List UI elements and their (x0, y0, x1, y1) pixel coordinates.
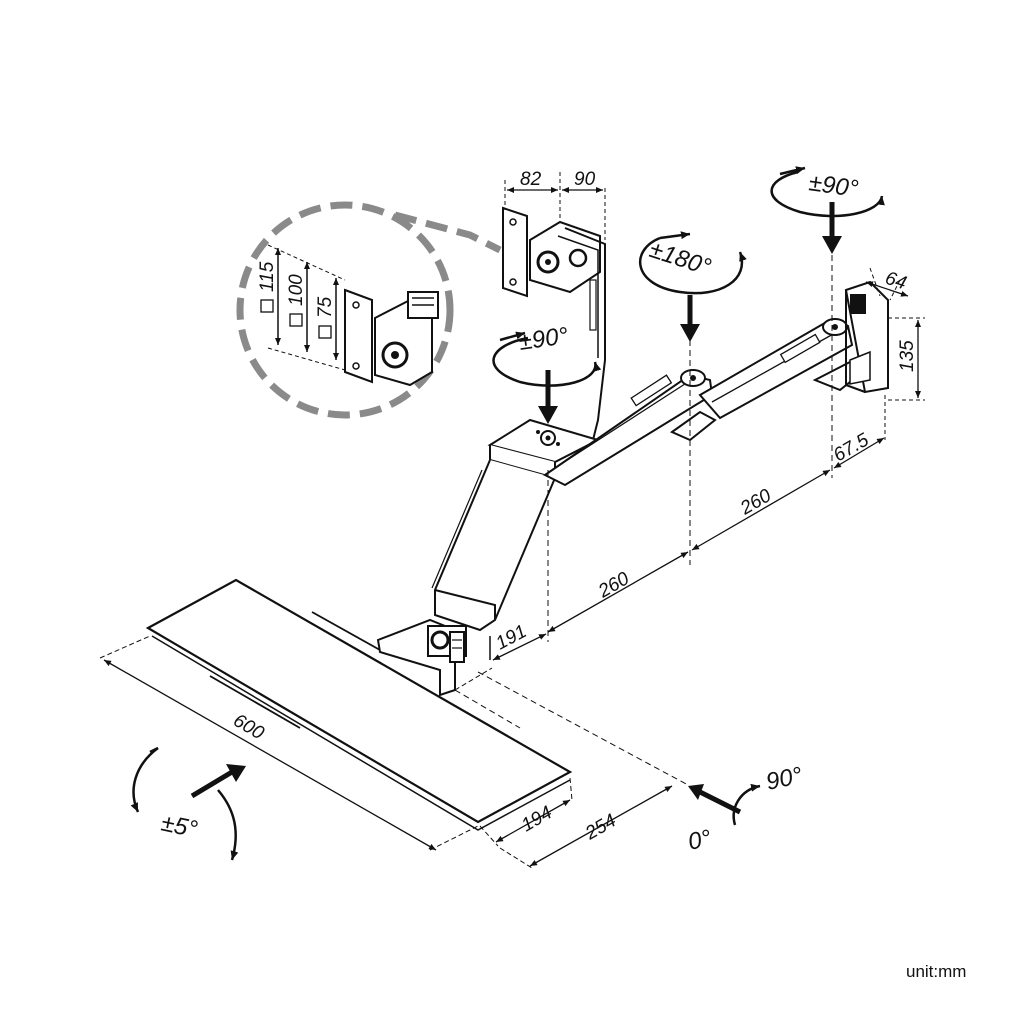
dim-tray-depth: 194 (518, 802, 556, 836)
rot-tray-swing-start: 0° (686, 825, 714, 856)
head-swivel-indicator: ±90° (492, 322, 602, 424)
tray-tilt-indicator: ±5° (130, 746, 246, 861)
dim-arm-upper: 260 (736, 485, 775, 520)
tray-swing-indicator: 0° 90° (686, 762, 806, 856)
dim-wall-plate-depth: 64 (882, 268, 909, 295)
dim-post-offset: 191 (492, 621, 530, 654)
dim-wall-plate-height: 135 (897, 340, 918, 372)
detail-vesa-plate (344, 288, 373, 384)
elbow-swivel-indicator: ±180° (638, 231, 747, 342)
dim-plate-width: 82 (520, 169, 542, 190)
dim-plate-depth: 90 (574, 169, 596, 190)
dim-wall-offset: 67.5 (830, 429, 873, 466)
rot-head-swivel: ±90° (517, 322, 570, 356)
rot-wall-swivel: ±90° (807, 169, 860, 203)
callout-leader (394, 211, 502, 254)
dim-arm-lower: 260 (594, 568, 633, 603)
vesa-detail-callout: 115 100 75 (236, 201, 502, 419)
keyboard-tray (145, 578, 689, 831)
arm-upper (698, 318, 867, 420)
monitor-head: 82 90 (502, 169, 606, 461)
arm-lower (543, 369, 717, 487)
dim-vesa-115: 115 (257, 261, 278, 292)
rot-tray-swing-end: 90° (764, 762, 806, 796)
head-vesa-plate (502, 206, 528, 298)
dim-vesa-75: 75 (315, 296, 336, 318)
dim-tray-total-depth: 254 (581, 810, 620, 845)
wall-swivel-indicator: ±90° (770, 166, 885, 254)
rot-elbow-swivel: ±180° (646, 236, 714, 281)
unit-label: unit:mm (906, 962, 967, 981)
dim-tray-width: 600 (230, 710, 268, 744)
dim-vesa-100: 100 (286, 274, 307, 306)
wall-plate: 64 135 (844, 268, 925, 401)
rot-tray-tilt: ±5° (159, 809, 200, 843)
